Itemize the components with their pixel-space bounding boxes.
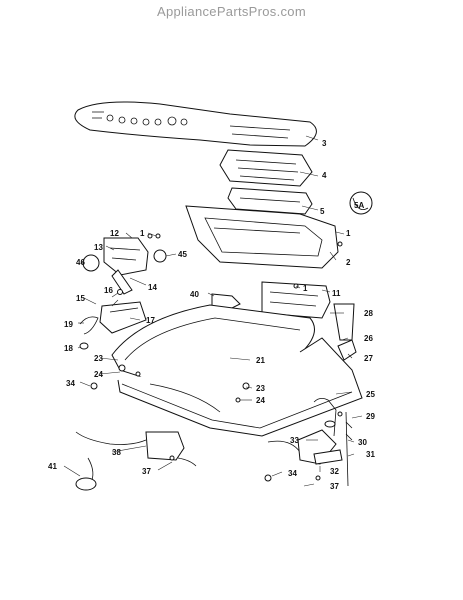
- callout-2: 2: [346, 258, 351, 267]
- callout-23-right: 23: [256, 384, 265, 393]
- callout-33: 33: [290, 436, 299, 445]
- callout-21: 21: [256, 356, 265, 365]
- callout-3: 3: [322, 139, 327, 148]
- callout-41: 41: [48, 462, 57, 471]
- display-bracket[interactable]: [227, 187, 313, 215]
- callout-4: 4: [322, 171, 327, 180]
- callout-5: 5: [320, 207, 325, 216]
- lid-switch-assembly[interactable]: [82, 237, 167, 295]
- callout-19: 19: [64, 320, 73, 329]
- callout-25: 25: [366, 390, 375, 399]
- harness-5a[interactable]: [349, 191, 373, 215]
- control-panel-overlay[interactable]: [74, 101, 317, 147]
- callout-14: 14: [148, 283, 157, 292]
- leader-lines: [63, 135, 363, 487]
- callout-16: 16: [104, 286, 113, 295]
- callout-31: 31: [366, 450, 375, 459]
- callout-46: 46: [76, 258, 85, 267]
- callout-18: 18: [64, 344, 73, 353]
- lid-hinge[interactable]: [337, 339, 357, 361]
- callout-24-right: 24: [256, 396, 265, 405]
- callout-40: 40: [190, 290, 199, 299]
- wiring-harness[interactable]: [75, 431, 197, 491]
- callout-29: 29: [366, 412, 375, 421]
- control-board[interactable]: [219, 149, 313, 187]
- console-backguard[interactable]: [185, 205, 339, 269]
- callout-12: 12: [110, 229, 119, 238]
- callout-38: 38: [112, 448, 121, 457]
- callout-26: 26: [364, 334, 373, 343]
- callout-1-right: 1: [346, 229, 351, 238]
- callout-5a: 5A: [354, 201, 364, 210]
- callout-11: 11: [332, 289, 341, 298]
- watermark: AppliancePartsPros.com: [157, 4, 306, 19]
- callout-45: 45: [178, 250, 187, 259]
- cabinet-top[interactable]: [117, 337, 363, 437]
- main-control-board[interactable]: [261, 281, 331, 319]
- callout-32: 32: [330, 467, 339, 476]
- callout-labels: 3 4 5 5A 1 2 1 12 13 46 45 14 16 15 17 1…: [48, 139, 375, 491]
- callout-17: 17: [146, 316, 155, 325]
- callout-1-mid: 1: [303, 284, 308, 293]
- callout-34-right: 34: [288, 469, 297, 478]
- callout-37-right: 37: [330, 482, 339, 491]
- callout-13: 13: [94, 243, 103, 252]
- lid-switch[interactable]: [99, 289, 147, 334]
- callout-15: 15: [76, 294, 85, 303]
- callout-37-left: 37: [142, 467, 151, 476]
- callout-24-left: 24: [94, 370, 103, 379]
- callout-34-left: 34: [66, 379, 75, 388]
- water-inlet-assembly[interactable]: [267, 398, 353, 487]
- callout-23-left: 23: [94, 354, 103, 363]
- lid-switch-wire[interactable]: [79, 316, 99, 350]
- dispenser[interactable]: [333, 303, 355, 341]
- callout-1-left: 1: [140, 229, 145, 238]
- callout-27: 27: [364, 354, 373, 363]
- callout-28: 28: [364, 309, 373, 318]
- screws: [90, 233, 343, 482]
- callout-30: 30: [358, 438, 367, 447]
